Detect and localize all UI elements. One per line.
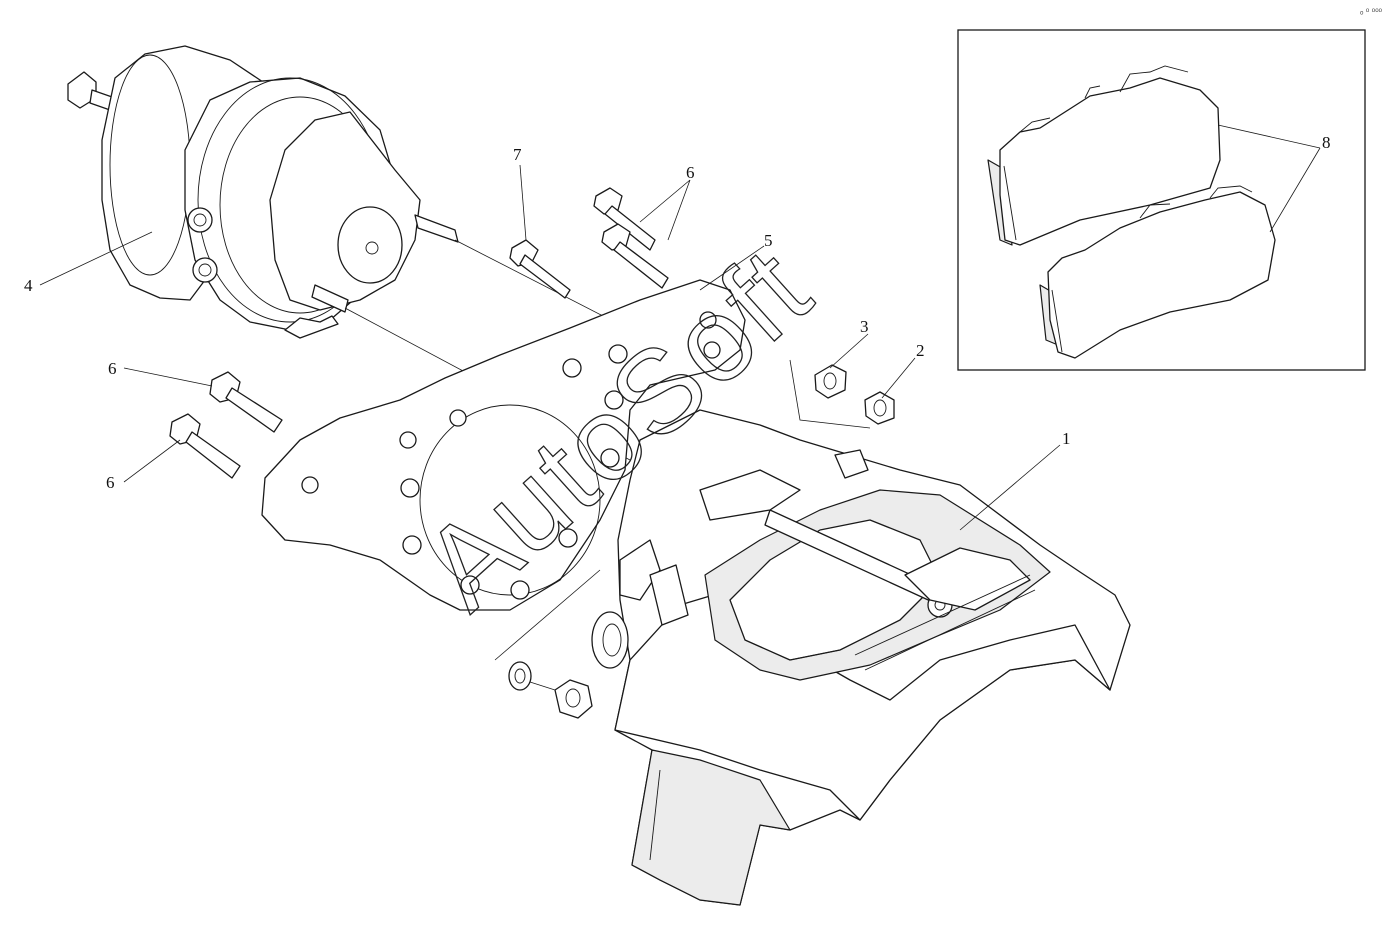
caliper-assembly: 1: [591, 409, 1131, 906]
callout-label-6-lower: 6: [106, 473, 115, 492]
callout-label-4: 4: [24, 276, 33, 295]
mounting-bolts: 7 6 6 6: [106, 145, 695, 492]
mounting-bracket: 5: [261, 231, 773, 611]
brake-pad-lower: [1039, 185, 1276, 359]
leader-8: [1217, 124, 1321, 233]
leader-6-upper: [639, 179, 691, 241]
callout-label-6-upper: 6: [686, 163, 695, 182]
pushrod-boot: [337, 206, 403, 284]
bolt-6-middle: 6: [108, 359, 283, 433]
leader-6-lower: [123, 439, 181, 483]
leader-5: [699, 245, 765, 291]
callout-label-1: 1: [1062, 429, 1071, 448]
callout-label-5: 5: [764, 231, 773, 250]
callout-label-8: 8: [1322, 133, 1331, 152]
brake-pads-inset: 8: [957, 29, 1366, 371]
callout-label-6-middle: 6: [108, 359, 117, 378]
leader-4: [39, 231, 153, 286]
bolt-6-lower: 6: [106, 413, 241, 492]
callout-label-2: 2: [916, 341, 925, 360]
leader-2: [881, 357, 916, 399]
bolt-6-upper-pair: 6: [593, 163, 695, 289]
callout-label-3: 3: [860, 317, 869, 336]
leader-1: [959, 444, 1061, 531]
leader-7: [519, 164, 527, 241]
washer-and-nut: [494, 569, 601, 719]
brake-chamber: 4: [24, 45, 641, 461]
brake-pad-upper: [987, 65, 1221, 246]
small-parts-2-3: 3 2: [789, 317, 925, 429]
leader-3: [829, 333, 869, 369]
bolt-7: 7: [509, 145, 571, 299]
leader-6-middle: [123, 367, 213, 387]
callout-label-7: 7: [513, 145, 522, 164]
corner-mark: ₒ ᵒ ᵒᵒᵒ: [1360, 6, 1383, 16]
